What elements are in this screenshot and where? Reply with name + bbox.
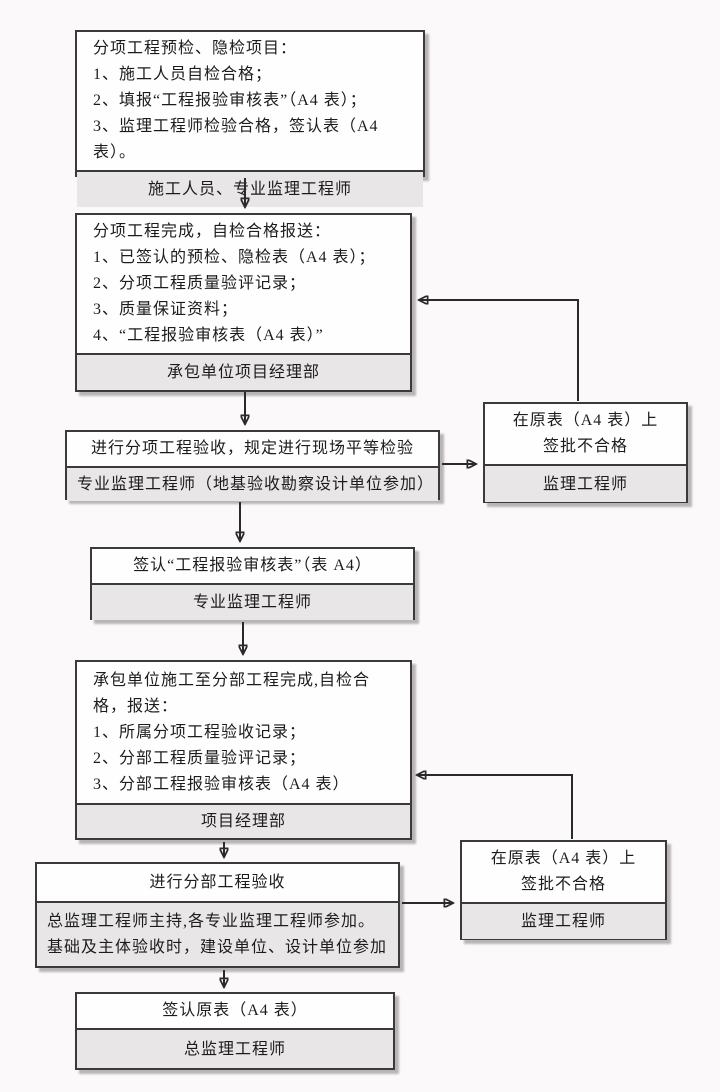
flow-box-subdivision-complete: 承包单位施工至分部工程完成,自检合格，报送： 1、所属分项工程验收记录； 2、分…: [75, 660, 412, 840]
flow-box-title: 进行分项工程验收，规定进行现场平等检验: [90, 440, 414, 457]
flow-box-line: 分项工程预检、隐检项目：: [93, 40, 298, 57]
flow-box-line: 分项工程完成，自检合格报送：: [93, 223, 332, 240]
flow-box-reject-subdivision: 在原表（A4 表）上 签批不合格 监理工程师: [460, 840, 667, 940]
flow-box-body: 在原表（A4 表）上 签批不合格: [462, 842, 665, 902]
flow-box-subitem-complete: 分项工程完成，自检合格报送： 1、已签认的预检、隐检表（A4 表）； 2、分项工…: [75, 213, 412, 392]
flow-box-line: 3、监理工程师检验合格，签认表（A4 表）。: [93, 118, 379, 161]
flow-box-responsible-label: 总监理工程师主持,各专业监理工程师参加。基础及主体验收时，建设单位、设计单位参加: [37, 901, 398, 966]
flow-box-precheck-items: 分项工程预检、隐检项目： 1、施工人员自检合格； 2、填报“工程报验审核表”（A…: [75, 30, 425, 207]
flow-box-line: 2、填报“工程报验审核表”（A4 表）；: [93, 92, 367, 109]
flow-box-responsible-label: 项目经理部: [77, 803, 410, 838]
flow-box-line: 1、已签认的预检、隐检表（A4 表）；: [93, 249, 376, 266]
flow-box-responsible-label: 专业监理工程师（地基验收勘察设计单位参加）: [67, 466, 438, 501]
flow-box-line: 2、分项工程质量验评记录；: [93, 275, 307, 292]
flow-box-subdivision-acceptance: 进行分部工程验收 总监理工程师主持,各专业监理工程师参加。基础及主体验收时，建设…: [35, 862, 400, 968]
flow-box-responsible-label: 承包单位项目经理部: [77, 353, 410, 390]
flow-box-title: 签认“工程报验审核表”（表 A4）: [133, 557, 372, 574]
flow-box-responsible-label: 监理工程师: [485, 464, 686, 502]
flow-box-line: 签批不合格: [520, 876, 606, 893]
flow-box-title: 进行分部工程验收: [149, 873, 286, 891]
flow-box-responsible-label: 总监理工程师: [77, 1028, 393, 1068]
flow-box-line: 签批不合格: [542, 438, 628, 455]
flow-box-sign-review-form: 签认“工程报验审核表”（表 A4） 专业监理工程师: [90, 547, 415, 620]
flow-box-line: 1、所属分项工程验收记录；: [93, 723, 307, 741]
flow-box-sign-original-form: 签认原表（A4 表） 总监理工程师: [75, 992, 395, 1070]
flow-box-line: 3、分部工程报验审核表（A4 表）: [93, 775, 350, 793]
flow-box-responsible-label: 专业监理工程师: [92, 583, 413, 620]
flow-box-body: 在原表（A4 表）上 签批不合格: [485, 404, 686, 464]
flow-box-body: 分项工程完成，自检合格报送： 1、已签认的预检、隐检表（A4 表）； 2、分项工…: [77, 215, 410, 353]
flow-box-line: 在原表（A4 表）上: [512, 412, 659, 429]
flow-box-responsible-label: 施工人员、专业监理工程师: [77, 170, 423, 207]
connector-reject1-box2-arrow: [420, 300, 579, 401]
flow-box-responsible-label: 监理工程师: [462, 902, 665, 939]
flow-box-line: 1、施工人员自检合格；: [93, 66, 273, 83]
flow-box-line: 4、“工程报验审核表（A4 表）”: [93, 327, 324, 344]
flow-box-line: 2、分部工程质量验评记录；: [93, 749, 307, 767]
flow-box-body: 分项工程预检、隐检项目： 1、施工人员自检合格； 2、填报“工程报验审核表”（A…: [77, 32, 423, 170]
connector-reject2-box5-arrow: [418, 775, 573, 839]
flow-box-body: 承包单位施工至分部工程完成,自检合格，报送： 1、所属分项工程验收记录； 2、分…: [77, 662, 410, 803]
flow-box-reject-subitem: 在原表（A4 表）上 签批不合格 监理工程师: [483, 402, 688, 503]
flow-box-subitem-acceptance: 进行分项工程验收，规定进行现场平等检验 专业监理工程师（地基验收勘察设计单位参加…: [65, 430, 440, 501]
flow-box-line: 承包单位施工至分部工程完成,自检合格，报送：: [93, 671, 371, 715]
flow-box-line: 在原表（A4 表）上: [490, 850, 637, 867]
flow-box-line: 3、质量保证资料；: [93, 301, 239, 318]
flow-box-title: 签认原表（A4 表）: [162, 1002, 308, 1019]
